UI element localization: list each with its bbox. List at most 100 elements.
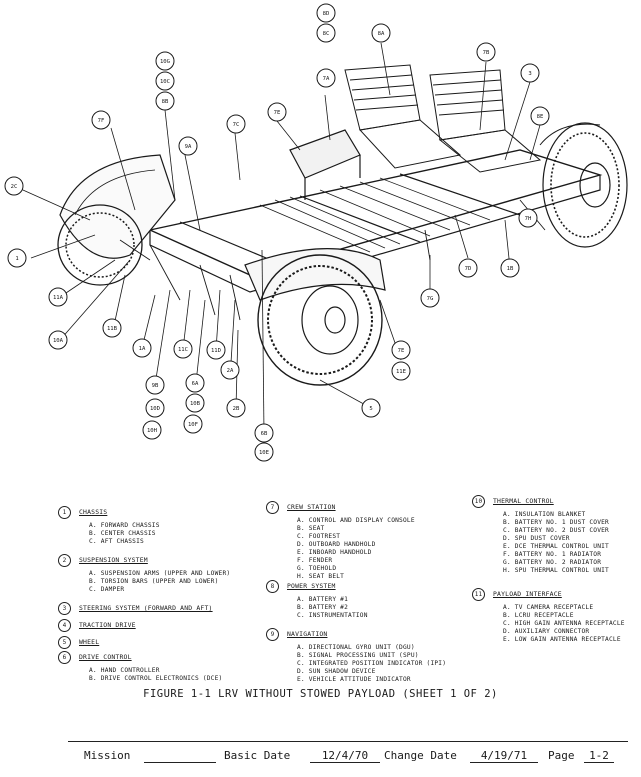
legend-number: 5: [58, 636, 71, 649]
callout-7D: 7D: [458, 258, 478, 278]
svg-text:10H: 10H: [147, 428, 157, 434]
callout-1A: 1A: [132, 338, 152, 358]
svg-text:10A: 10A: [53, 338, 64, 344]
legend-title: TRACTION DRIVE: [79, 621, 136, 629]
wheel-left-rear: [57, 154, 176, 286]
legend-item: F. FENDER: [297, 557, 333, 564]
svg-text:10B: 10B: [190, 401, 201, 407]
legend-item: A. INSULATION BLANKET: [503, 511, 586, 518]
legend-item: A. TV CAMERA RECEPTACLE: [503, 604, 594, 611]
callout-10G: 10G: [155, 51, 175, 71]
svg-text:5: 5: [369, 406, 372, 412]
svg-text:11E: 11E: [396, 369, 407, 375]
legend-item: C. BATTERY NO. 2 DUST COVER: [503, 527, 609, 534]
callout-10C: 10C: [155, 71, 175, 91]
legend-number: 6: [58, 651, 71, 664]
legend-title: STEERING SYSTEM (FORWARD AND AFT): [79, 604, 213, 612]
legend-item: A. CONTROL AND DISPLAY CONSOLE: [297, 517, 415, 524]
legend-item: C. DAMPER: [89, 586, 125, 593]
page-label: Page: [548, 749, 575, 762]
callout-7E-top: 7E: [267, 102, 287, 122]
callout-6B: 6B: [254, 423, 274, 443]
callout-7B: 7B: [476, 42, 496, 62]
page-footer: Mission Basic Date 12/4/70 Change Date 4…: [84, 749, 624, 767]
svg-text:8C: 8C: [323, 31, 330, 37]
svg-text:1B: 1B: [507, 266, 514, 272]
legend-item: A. FORWARD CHASSIS: [89, 522, 160, 529]
legend-title: NAVIGATION: [287, 630, 328, 638]
svg-text:7G: 7G: [427, 296, 434, 302]
callout-9A: 9A: [178, 136, 198, 156]
callout-8C: 8C: [316, 23, 336, 43]
seats: [344, 64, 542, 173]
svg-text:8E: 8E: [537, 114, 544, 120]
wheel-right-rear: [539, 122, 628, 248]
callout-2B: 2B: [226, 398, 246, 418]
legend-item: A. DIRECTIONAL GYRO UNIT (DGU): [297, 644, 415, 651]
callout-10D: 10D: [145, 398, 165, 418]
callout-11A: 11A: [48, 287, 68, 307]
legend-number: 11: [472, 588, 485, 601]
legend-group-traction: 4 TRACTION DRIVE: [58, 619, 136, 634]
legend-item: A. HAND CONTROLLER: [89, 667, 160, 674]
callout-10B: 10B: [185, 393, 205, 413]
callout-2A: 2A: [220, 360, 240, 380]
legend-title: WHEEL: [79, 638, 100, 646]
callout-10A: 10A: [48, 330, 68, 350]
callout-6A: 6A: [185, 373, 205, 393]
mission-value-blank: [144, 749, 216, 763]
legend-number: 9: [266, 628, 279, 641]
svg-text:7A: 7A: [323, 76, 330, 82]
callout-8B: 8B: [155, 91, 175, 111]
legend-item: G. BATTERY NO. 2 RADIATOR: [503, 559, 602, 566]
legend-item: B. LCRU RECEPTACLE: [503, 612, 574, 619]
callout-11D: 11D: [206, 340, 226, 360]
legend-number: 2: [58, 554, 71, 567]
callout-8E: 8E: [530, 106, 550, 126]
basic-date-value: 12/4/70: [310, 749, 380, 763]
legend-item: B. CENTER CHASSIS: [89, 530, 156, 537]
callout-5: 5: [361, 398, 381, 418]
legend-item: B. SEAT: [297, 525, 325, 532]
legend-title: CREW STATION: [287, 503, 336, 511]
svg-text:8B: 8B: [162, 99, 169, 105]
wheel-left-front: [244, 248, 386, 386]
callout-11B: 11B: [102, 318, 122, 338]
legend-item: B. BATTERY #2: [297, 604, 349, 611]
callout-7F: 7F: [91, 110, 111, 130]
svg-text:2B: 2B: [233, 406, 240, 412]
svg-text:8D: 8D: [323, 11, 330, 17]
callout-10E: 10E: [254, 442, 274, 462]
callout-7C: 7C: [226, 114, 246, 134]
svg-text:8A: 8A: [378, 31, 385, 37]
callout-11E: 11E: [391, 361, 411, 381]
legend-title: SUSPENSION SYSTEM: [79, 556, 148, 564]
legend-item: C. INSTRUMENTATION: [297, 612, 368, 619]
svg-text:7D: 7D: [465, 266, 472, 272]
legend-title: CHASSIS: [79, 508, 108, 516]
svg-text:7E: 7E: [398, 348, 405, 354]
change-date-label: Change Date: [384, 749, 457, 762]
callout-7E-bottom: 7E: [391, 340, 411, 360]
mission-label: Mission: [84, 749, 131, 762]
legend-number: 4: [58, 619, 71, 632]
legend-item: D. AUXILIARY CONNECTOR: [503, 628, 590, 635]
legend-item: E. LOW GAIN ANTENNA RECEPTACLE: [503, 636, 621, 643]
callout-9B: 9B: [145, 375, 165, 395]
legend-title: DRIVE CONTROL: [79, 653, 132, 661]
legend-title: POWER SYSTEM: [287, 582, 336, 590]
legend-item: B. BATTERY NO. 1 DUST COVER: [503, 519, 609, 526]
legend-item: B. SIGNAL PROCESSING UNIT (SPU): [297, 652, 419, 659]
legend-item: D. OUTBOARD HANDHOLD: [297, 541, 376, 548]
legend-item: C. FOOTREST: [297, 533, 341, 540]
callout-1: 1: [7, 248, 27, 268]
svg-text:7F: 7F: [98, 118, 105, 124]
legend-item: C. HIGH GAIN ANTENNA RECEPTACLE: [503, 620, 625, 627]
